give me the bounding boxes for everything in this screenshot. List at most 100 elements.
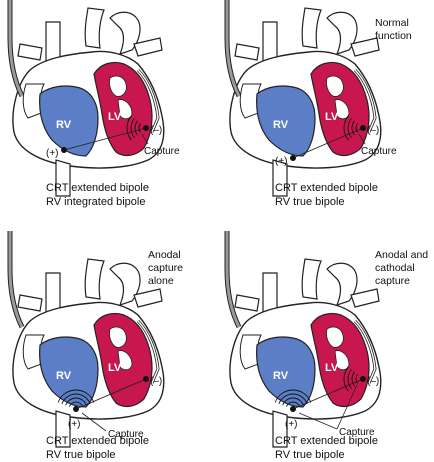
caption-line: CRT extended bipole: [275, 435, 378, 447]
rv-capture-arc: [61, 393, 91, 405]
lv-label: LV: [325, 362, 339, 374]
capture-pointer: [298, 412, 338, 430]
aorta-shape: [301, 7, 322, 49]
caption-line: RV true bipole: [275, 449, 345, 461]
mitral-valve-shape: [326, 326, 344, 348]
aortic-arch-shape: [109, 262, 141, 306]
rv-lead-core: [8, 231, 24, 328]
cathode-label: (–): [367, 125, 379, 136]
note-line: Normal: [375, 17, 409, 29]
cs-lead-core: [354, 320, 376, 384]
lv-label: LV: [325, 111, 339, 123]
vector-line: [292, 127, 364, 159]
caption-line: CRT extended bipole: [46, 182, 149, 194]
vena-cava-shape: [45, 272, 61, 314]
note-line: Anodal: [148, 249, 181, 261]
inferior-vena-cava-shape: [272, 159, 288, 197]
lv-capture-arc: [351, 371, 355, 387]
right-ventricle-shape: [256, 336, 316, 408]
cathode-label: (–): [367, 376, 379, 387]
cathode-electrode: [143, 125, 149, 131]
lv-capture-arc: [347, 369, 352, 389]
cathode-electrode: [143, 376, 149, 382]
lv-capture-arc: [355, 123, 359, 133]
anode-label: (+): [275, 156, 288, 167]
rv-lead-core: [8, 0, 24, 97]
inferior-vena-cava-shape: [55, 410, 71, 448]
anode-electrode: [61, 147, 67, 153]
vena-cava-shape: [262, 21, 278, 63]
pulmonary-vein-shape: [350, 288, 380, 308]
inferior-vena-cava-shape: [272, 410, 288, 448]
caption-4: CRT extended bipole RV true bipole: [275, 434, 378, 462]
cathode-electrode: [360, 376, 366, 382]
rv-capture-arc: [65, 397, 87, 406]
aorta-shape: [84, 258, 105, 300]
rv-capture-arc: [285, 401, 301, 407]
aorta-shape: [301, 258, 322, 300]
note-line: alone: [148, 275, 174, 287]
aortic-arch-shape: [326, 11, 358, 55]
vena-cava-shape: [45, 21, 61, 63]
vector-line: [292, 378, 364, 410]
vector-line: [63, 127, 147, 151]
rv-label: RV: [273, 119, 289, 131]
rv-lead-core: [225, 0, 241, 97]
note-line: cathodal: [375, 262, 415, 274]
capture-label: Capture: [108, 429, 144, 440]
capture-pointer: [81, 412, 107, 432]
right-ventricle-shape: [39, 85, 99, 157]
pulmonary-vein-shape: [133, 288, 163, 308]
cathode-electrode: [360, 125, 366, 131]
note-line: capture: [148, 262, 184, 274]
cathode-label: (–): [150, 376, 162, 387]
pulmonary-vein-shape: [133, 37, 163, 57]
caption-line: RV true bipole: [46, 449, 116, 461]
capture-label: Capture: [339, 427, 375, 438]
mitral-valve-shape: [326, 75, 344, 97]
rv-capture-arc: [274, 389, 312, 403]
lv-capture-arc: [138, 123, 142, 133]
aorta-shape: [84, 7, 105, 49]
anode-label: (+): [46, 148, 59, 159]
rv-capture-arc: [282, 397, 304, 406]
right-ventricle-shape: [256, 85, 316, 157]
anode-electrode: [73, 406, 79, 412]
rv-capture-arc: [68, 401, 84, 407]
pulmonary-artery-shape: [17, 43, 43, 61]
lv-capture-arc: [351, 120, 355, 136]
lv-capture-arc: [134, 120, 138, 136]
pulmonary-artery-shape: [17, 294, 43, 312]
anode-electrode: [290, 155, 296, 161]
rv-lead-core: [225, 231, 241, 328]
rv-capture-arc: [278, 393, 308, 405]
cs-lead-core: [137, 320, 159, 384]
cs-lead-core: [137, 69, 159, 133]
caption-line: RV true bipole: [275, 196, 345, 208]
note-line: function: [375, 30, 412, 42]
note-line: Anodal and: [375, 249, 429, 261]
lv-capture-arc: [126, 115, 132, 141]
vector-line: [75, 378, 147, 410]
lv-capture-arc: [355, 374, 359, 384]
anode-electrode: [290, 406, 296, 412]
papillary-shape: [117, 350, 133, 371]
capture-label: Capture: [144, 146, 180, 157]
note-2: Normal function: [375, 17, 412, 43]
caption-1: CRT extended bipole RV integrated bipole: [46, 181, 149, 209]
papillary-shape: [334, 99, 350, 120]
aortic-arch-shape: [109, 11, 141, 55]
vena-cava-shape: [262, 272, 278, 314]
rv-capture-arc: [57, 389, 95, 403]
pulmonary-artery-shape: [234, 294, 260, 312]
lv-label: LV: [108, 362, 122, 374]
lv-capture-arc: [343, 366, 349, 392]
mitral-valve-shape: [109, 326, 127, 348]
anode-label: (+): [68, 419, 81, 430]
pulmonary-artery-shape: [234, 43, 260, 61]
